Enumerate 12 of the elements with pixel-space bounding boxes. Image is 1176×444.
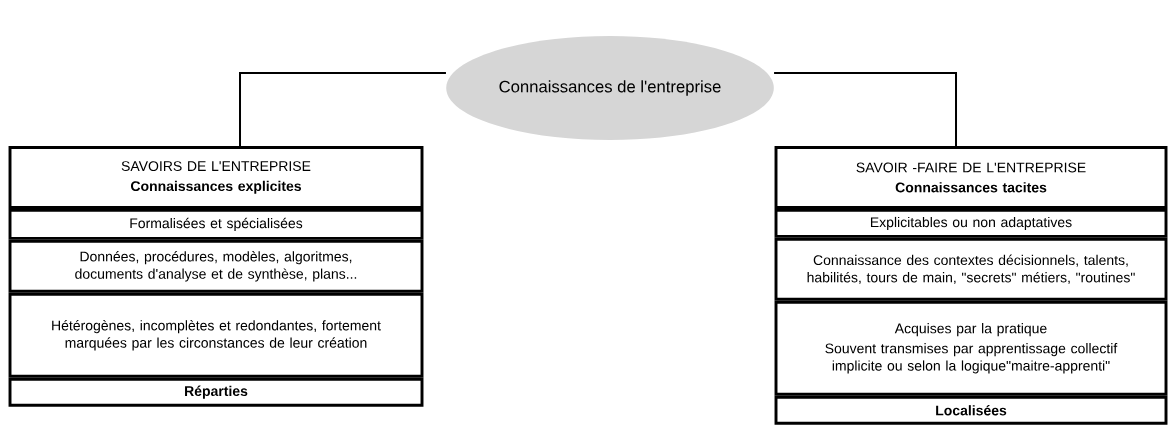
text-box: Connaissance des contextes décisionnels, talents, habilités, tours de main, "secrets" métiers, "routines" bbox=[774, 237, 1168, 301]
text-box: SAVOIRS DE L'ENTREPRISE Connaissances explicites bbox=[8, 146, 424, 209]
text-box: Données, procédures, modèles, algoritmes, documents d'analyse et de synthèse, plans... bbox=[8, 239, 424, 293]
text-box: SAVOIR -FAIRE DE L'ENTREPRISE Connaissances tacites bbox=[774, 146, 1168, 209]
text-box: Hétérogènes, incomplètes et redondantes, fortement marquées par les circonstances de leur création bbox=[8, 292, 424, 378]
text-box: Acquises par la pratique Souvent transmises par apprentissage collectif implicite ou selon la logique"maitre-apprenti" bbox=[774, 300, 1168, 396]
connector bbox=[239, 72, 447, 147]
text-box: Localisées bbox=[774, 395, 1168, 425]
text-box: Explicitables ou non adaptatives bbox=[774, 208, 1168, 238]
text-box: Réparties bbox=[8, 377, 424, 407]
connector bbox=[773, 72, 957, 147]
text-box: Formalisées et spécialisées bbox=[8, 208, 424, 240]
